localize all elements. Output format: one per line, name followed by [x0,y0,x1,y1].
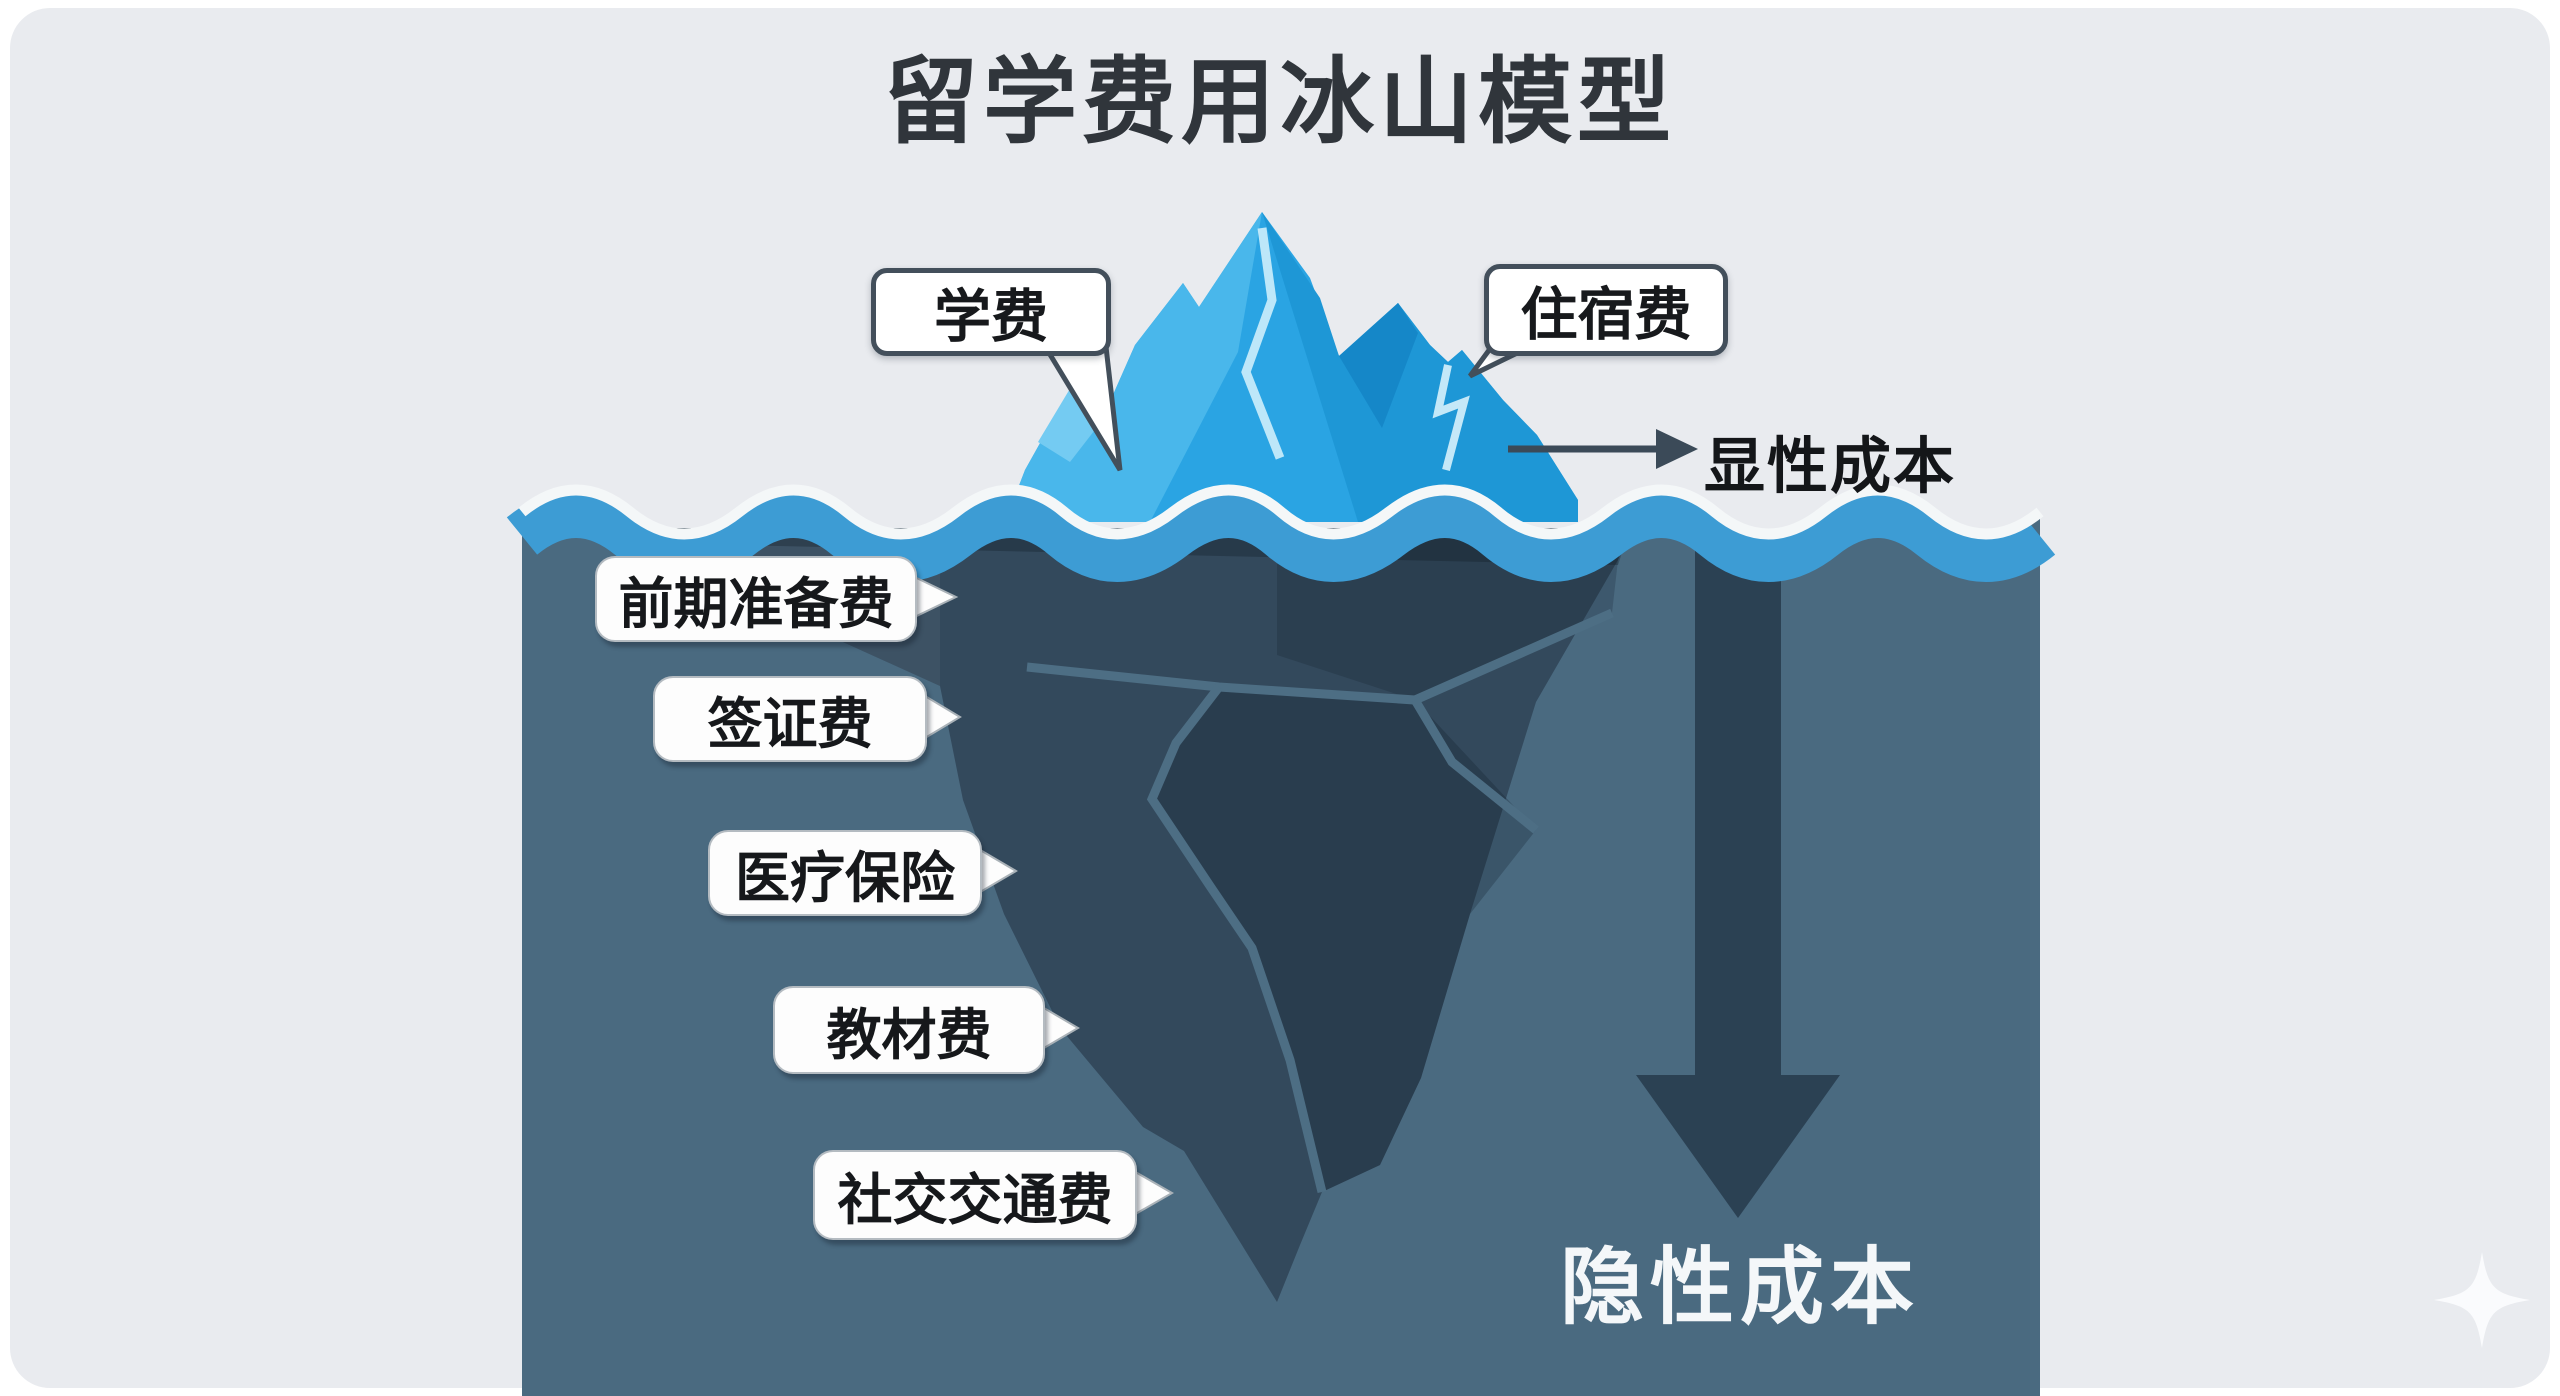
explicit-cost-arrow [1508,429,1698,469]
wave-band [506,490,2056,582]
hidden-cost-down-arrow [1636,540,1840,1218]
sparkle-icon [2434,1252,2530,1348]
wave-foam [518,484,2044,540]
